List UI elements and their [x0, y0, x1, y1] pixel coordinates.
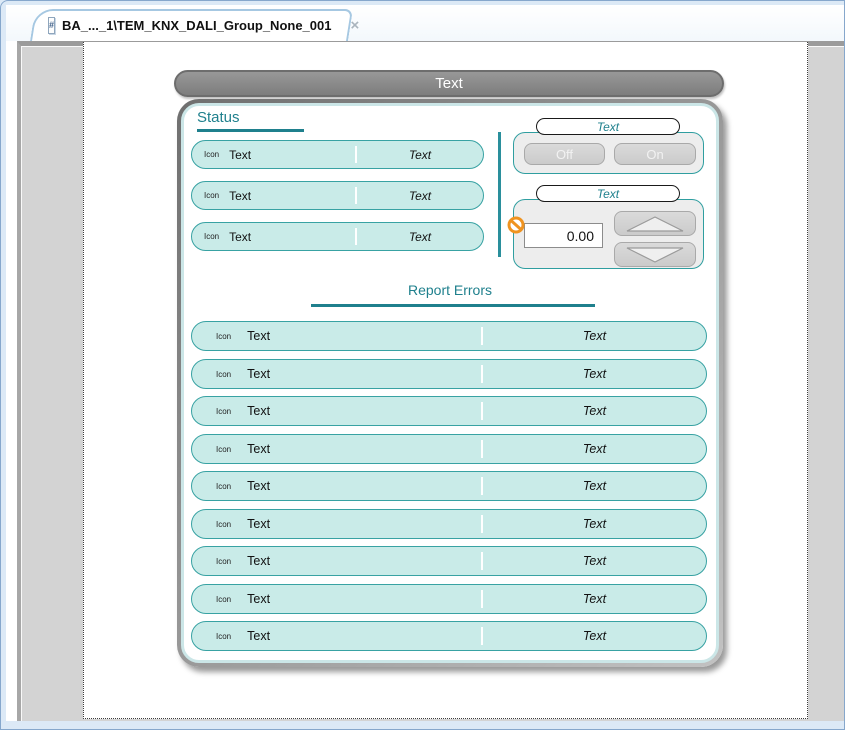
row-divider: [481, 515, 483, 533]
tab-bar: # BA_..._1\TEM_KNX_DALI_Group_None_001 ×: [6, 5, 844, 41]
report-icon-placeholder: Icon: [216, 444, 232, 454]
template-title-bar: Text: [174, 70, 724, 97]
row-divider: [481, 552, 483, 570]
report-label: Text: [247, 629, 271, 643]
report-value: Text: [582, 404, 607, 418]
report-value: Text: [582, 629, 607, 643]
status-label: Text: [229, 188, 252, 203]
report-icon-placeholder: Icon: [216, 556, 232, 566]
status-underline: [197, 129, 304, 132]
report-label: Text: [247, 517, 271, 531]
row-divider: [481, 590, 483, 608]
row-divider: [481, 327, 483, 345]
on-button[interactable]: On: [614, 143, 696, 165]
status-icon-placeholder: Icon: [204, 150, 220, 159]
row-divider: [355, 187, 357, 204]
report-errors-underline: [311, 304, 595, 307]
switch-group: Off On: [513, 132, 704, 174]
report-icon-placeholder: Icon: [216, 331, 232, 341]
status-value: Text: [408, 188, 432, 203]
report-row: Icon Text Text: [191, 621, 707, 651]
row-divider: [481, 627, 483, 645]
document-icon: #: [48, 16, 56, 34]
section-divider: [498, 132, 501, 257]
report-icon-placeholder: Icon: [216, 369, 232, 379]
arrow-down-icon: [626, 246, 684, 263]
report-row: Icon Text Text: [191, 396, 707, 426]
status-row: Icon Text Text: [191, 222, 484, 251]
report-row: Icon Text Text: [191, 359, 707, 389]
status-label: Text: [229, 147, 252, 162]
report-icon-placeholder: Icon: [216, 519, 232, 529]
report-row: Icon Text Text: [191, 584, 707, 614]
status-row: Icon Text Text: [191, 181, 484, 210]
report-row: Icon Text Text: [191, 321, 707, 351]
report-value: Text: [582, 517, 607, 531]
off-button[interactable]: Off: [524, 143, 605, 165]
status-icon-placeholder: Icon: [204, 191, 220, 200]
row-divider: [355, 146, 357, 163]
report-label: Text: [247, 479, 271, 493]
report-errors-heading: Report Errors: [407, 282, 493, 298]
arrow-up-icon: [626, 215, 684, 232]
report-row: Icon Text Text: [191, 546, 707, 576]
row-divider: [481, 440, 483, 458]
report-value: Text: [582, 442, 607, 456]
status-row: Icon Text Text: [191, 140, 484, 169]
decrement-button[interactable]: [614, 242, 696, 267]
report-value: Text: [582, 479, 607, 493]
status-label: Text: [229, 229, 252, 244]
status-icon-placeholder: Icon: [204, 232, 220, 241]
tab-title: BA_..._1\TEM_KNX_DALI_Group_None_001: [62, 17, 332, 33]
close-icon[interactable]: ×: [350, 16, 360, 34]
row-divider: [355, 228, 357, 245]
no-entry-icon: [507, 216, 525, 234]
report-label: Text: [247, 592, 271, 606]
tab-dali-group[interactable]: # BA_..._1\TEM_KNX_DALI_Group_None_001 ×: [30, 9, 359, 41]
report-icon-placeholder: Icon: [216, 406, 232, 416]
report-row: Icon Text Text: [191, 434, 707, 464]
status-value: Text: [408, 147, 432, 162]
report-value: Text: [582, 367, 607, 381]
report-label: Text: [247, 442, 271, 456]
spinner-group: [507, 199, 704, 269]
report-icon-placeholder: Icon: [216, 631, 232, 641]
report-icon-placeholder: Icon: [216, 481, 232, 491]
report-value: Text: [582, 329, 607, 343]
increment-button[interactable]: [614, 211, 696, 236]
report-row: Icon Text Text: [191, 471, 707, 501]
row-divider: [481, 402, 483, 420]
report-value: Text: [582, 554, 607, 568]
row-divider: [481, 477, 483, 495]
value-input[interactable]: [524, 223, 603, 248]
report-row: Icon Text Text: [191, 509, 707, 539]
report-label: Text: [247, 367, 271, 381]
status-value: Text: [408, 229, 432, 244]
report-label: Text: [247, 554, 271, 568]
report-label: Text: [247, 404, 271, 418]
status-heading: Status: [197, 109, 240, 126]
spinner-caption: Text: [536, 185, 680, 202]
report-icon-placeholder: Icon: [216, 594, 232, 604]
report-label: Text: [247, 329, 271, 343]
row-divider: [481, 365, 483, 383]
report-value: Text: [582, 592, 607, 606]
switch-caption: Text: [536, 118, 680, 135]
